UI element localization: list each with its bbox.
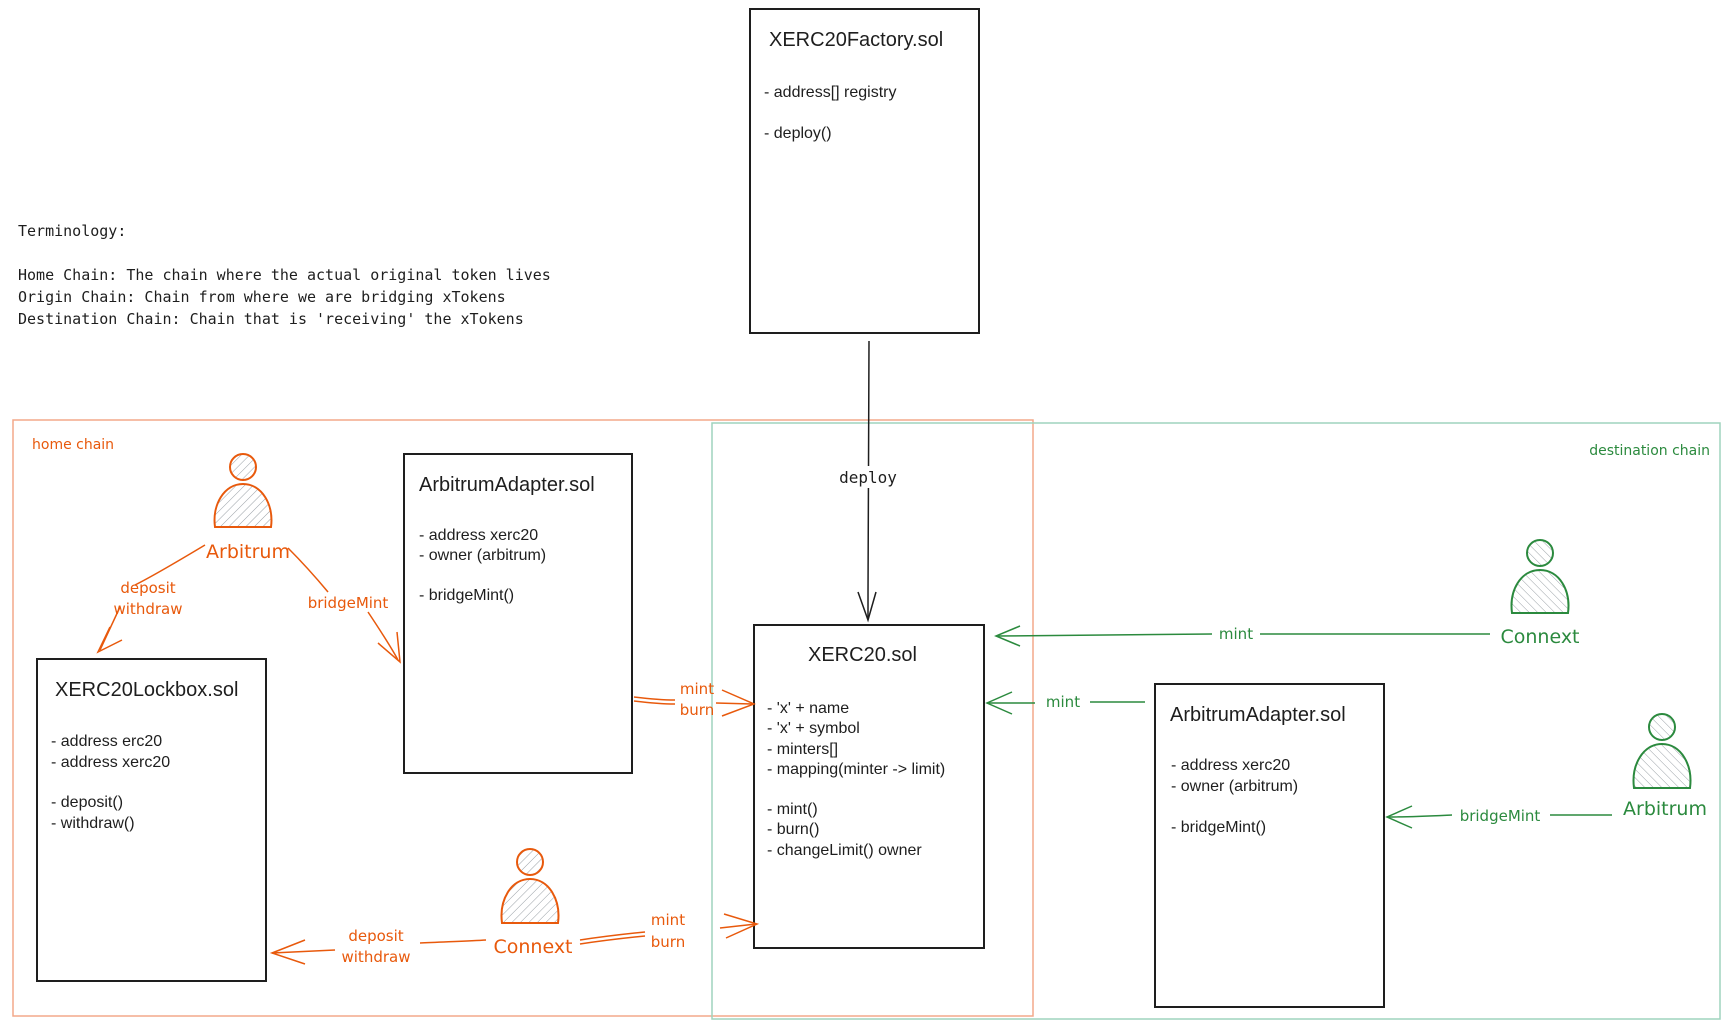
xerc20-line: - minters[] bbox=[767, 741, 838, 758]
label-bridgemint-dest: bridgeMint bbox=[1460, 807, 1541, 825]
adapter-home-line: - owner (arbitrum) bbox=[419, 547, 546, 564]
factory-line: - deploy() bbox=[764, 125, 832, 142]
label-deposit-withdraw-connext: deposit withdraw bbox=[342, 927, 411, 966]
deploy-label: deploy bbox=[839, 468, 897, 487]
xerc20-box: XERC20.sol - 'x' + name - 'x' + symbol -… bbox=[753, 624, 985, 949]
xerc20-line: - burn() bbox=[767, 821, 819, 838]
xerc20-line: - mint() bbox=[767, 801, 818, 818]
svg-text:withdraw: withdraw bbox=[114, 600, 183, 618]
person-body-icon bbox=[500, 877, 560, 924]
arrow-connext-dest-to-xerc20 bbox=[994, 625, 1490, 647]
home-chain-region bbox=[12, 419, 1034, 1017]
person-icon bbox=[516, 848, 544, 876]
adapter-dest-line: - owner (arbitrum) bbox=[1171, 778, 1298, 795]
terminology-heading: Terminology: bbox=[18, 222, 126, 240]
arrow-adapter-to-xerc20 bbox=[633, 689, 756, 717]
terminology-line: Destination Chain: Chain that is 'receiv… bbox=[18, 310, 524, 328]
arbitrum-adapter-dest-box: ArbitrumAdapter.sol - address xerc20 - o… bbox=[1154, 683, 1385, 1008]
xerc20-line: - 'x' + name bbox=[767, 700, 849, 717]
lockbox-line: - withdraw() bbox=[51, 815, 135, 832]
person-icon bbox=[1648, 713, 1676, 741]
label-mint-connext-dest: mint bbox=[1219, 625, 1253, 643]
adapter-dest-title: ArbitrumAdapter.sol bbox=[1170, 704, 1346, 726]
arrow-adapter-dest-to-xerc20 bbox=[985, 691, 1146, 715]
person-icon bbox=[229, 453, 257, 481]
arbitrum-dest-label: Arbitrum bbox=[1623, 798, 1707, 820]
lockbox-line: - address xerc20 bbox=[51, 754, 170, 771]
xerc20-line: - 'x' + symbol bbox=[767, 720, 860, 737]
label-bridgemint-home: bridgeMint bbox=[308, 594, 389, 612]
arbitrum-home-actor: Arbitrum bbox=[206, 453, 290, 563]
terminology-line: Origin Chain: Chain from where we are br… bbox=[18, 288, 506, 306]
svg-text:withdraw: withdraw bbox=[342, 948, 411, 966]
connext-home-label: Connext bbox=[493, 936, 572, 958]
label-mint-adapter-dest: mint bbox=[1046, 693, 1080, 711]
arrow-arbitrum-dest-to-adapter bbox=[1385, 805, 1612, 829]
home-chain-label: home chain bbox=[32, 437, 114, 453]
xerc20-lockbox-box: XERC20Lockbox.sol - address erc20 - addr… bbox=[36, 658, 267, 982]
factory-title: XERC20Factory.sol bbox=[769, 29, 943, 51]
connext-dest-actor: Connext bbox=[1500, 539, 1580, 648]
arbitrum-adapter-home-box: ArbitrumAdapter.sol - address xerc20 - o… bbox=[403, 453, 633, 774]
lockbox-line: - deposit() bbox=[51, 794, 123, 811]
lockbox-title: XERC20Lockbox.sol bbox=[55, 679, 238, 701]
adapter-dest-line: - address xerc20 bbox=[1171, 757, 1290, 774]
adapter-home-title: ArbitrumAdapter.sol bbox=[419, 474, 595, 496]
adapter-home-line: - address xerc20 bbox=[419, 527, 538, 544]
person-body-icon bbox=[1632, 742, 1692, 789]
arbitrum-dest-actor: Arbitrum bbox=[1623, 713, 1707, 820]
xerc20-line: - changeLimit() owner bbox=[767, 842, 922, 859]
connext-home-actor: Connext bbox=[493, 848, 573, 958]
svg-text:burn: burn bbox=[680, 701, 714, 719]
arrow-arbitrum-to-lockbox bbox=[96, 544, 206, 654]
adapter-home-line: - bridgeMint() bbox=[419, 587, 514, 604]
person-body-icon bbox=[1510, 568, 1570, 614]
label-mint-burn-connext: mint burn bbox=[651, 911, 685, 951]
person-body-icon bbox=[213, 482, 273, 528]
connext-dest-label: Connext bbox=[1500, 626, 1579, 648]
label-deposit-withdraw-arb: deposit withdraw bbox=[114, 579, 183, 618]
arrow-connext-to-xerc20 bbox=[579, 913, 760, 945]
xerc20-factory-box: XERC20Factory.sol - address[] registry -… bbox=[749, 8, 980, 334]
svg-text:burn: burn bbox=[651, 933, 685, 951]
terminology-note: Terminology: Home Chain: The chain where… bbox=[18, 222, 551, 328]
person-icon bbox=[1526, 539, 1554, 567]
svg-text:mint: mint bbox=[651, 911, 685, 929]
lockbox-line: - address erc20 bbox=[51, 733, 162, 750]
svg-text:mint: mint bbox=[680, 680, 714, 698]
label-mint-burn-adapter: mint burn bbox=[680, 680, 714, 719]
svg-text:deposit: deposit bbox=[348, 927, 403, 945]
arrow-connext-to-lockbox bbox=[269, 939, 487, 965]
svg-text:deposit: deposit bbox=[120, 579, 175, 597]
destination-chain-region bbox=[711, 422, 1721, 1020]
xerc20-title: XERC20.sol bbox=[808, 644, 917, 666]
destination-chain-label: destination chain bbox=[1589, 443, 1710, 459]
terminology-line: Home Chain: The chain where the actual o… bbox=[18, 266, 551, 284]
arrow-arbitrum-to-adapter bbox=[287, 547, 401, 664]
xerc20-line: - mapping(minter -> limit) bbox=[767, 761, 945, 778]
arbitrum-home-label: Arbitrum bbox=[206, 541, 290, 563]
deploy-arrow: deploy bbox=[838, 340, 898, 623]
adapter-dest-line: - bridgeMint() bbox=[1171, 819, 1266, 836]
factory-line: - address[] registry bbox=[764, 84, 896, 101]
